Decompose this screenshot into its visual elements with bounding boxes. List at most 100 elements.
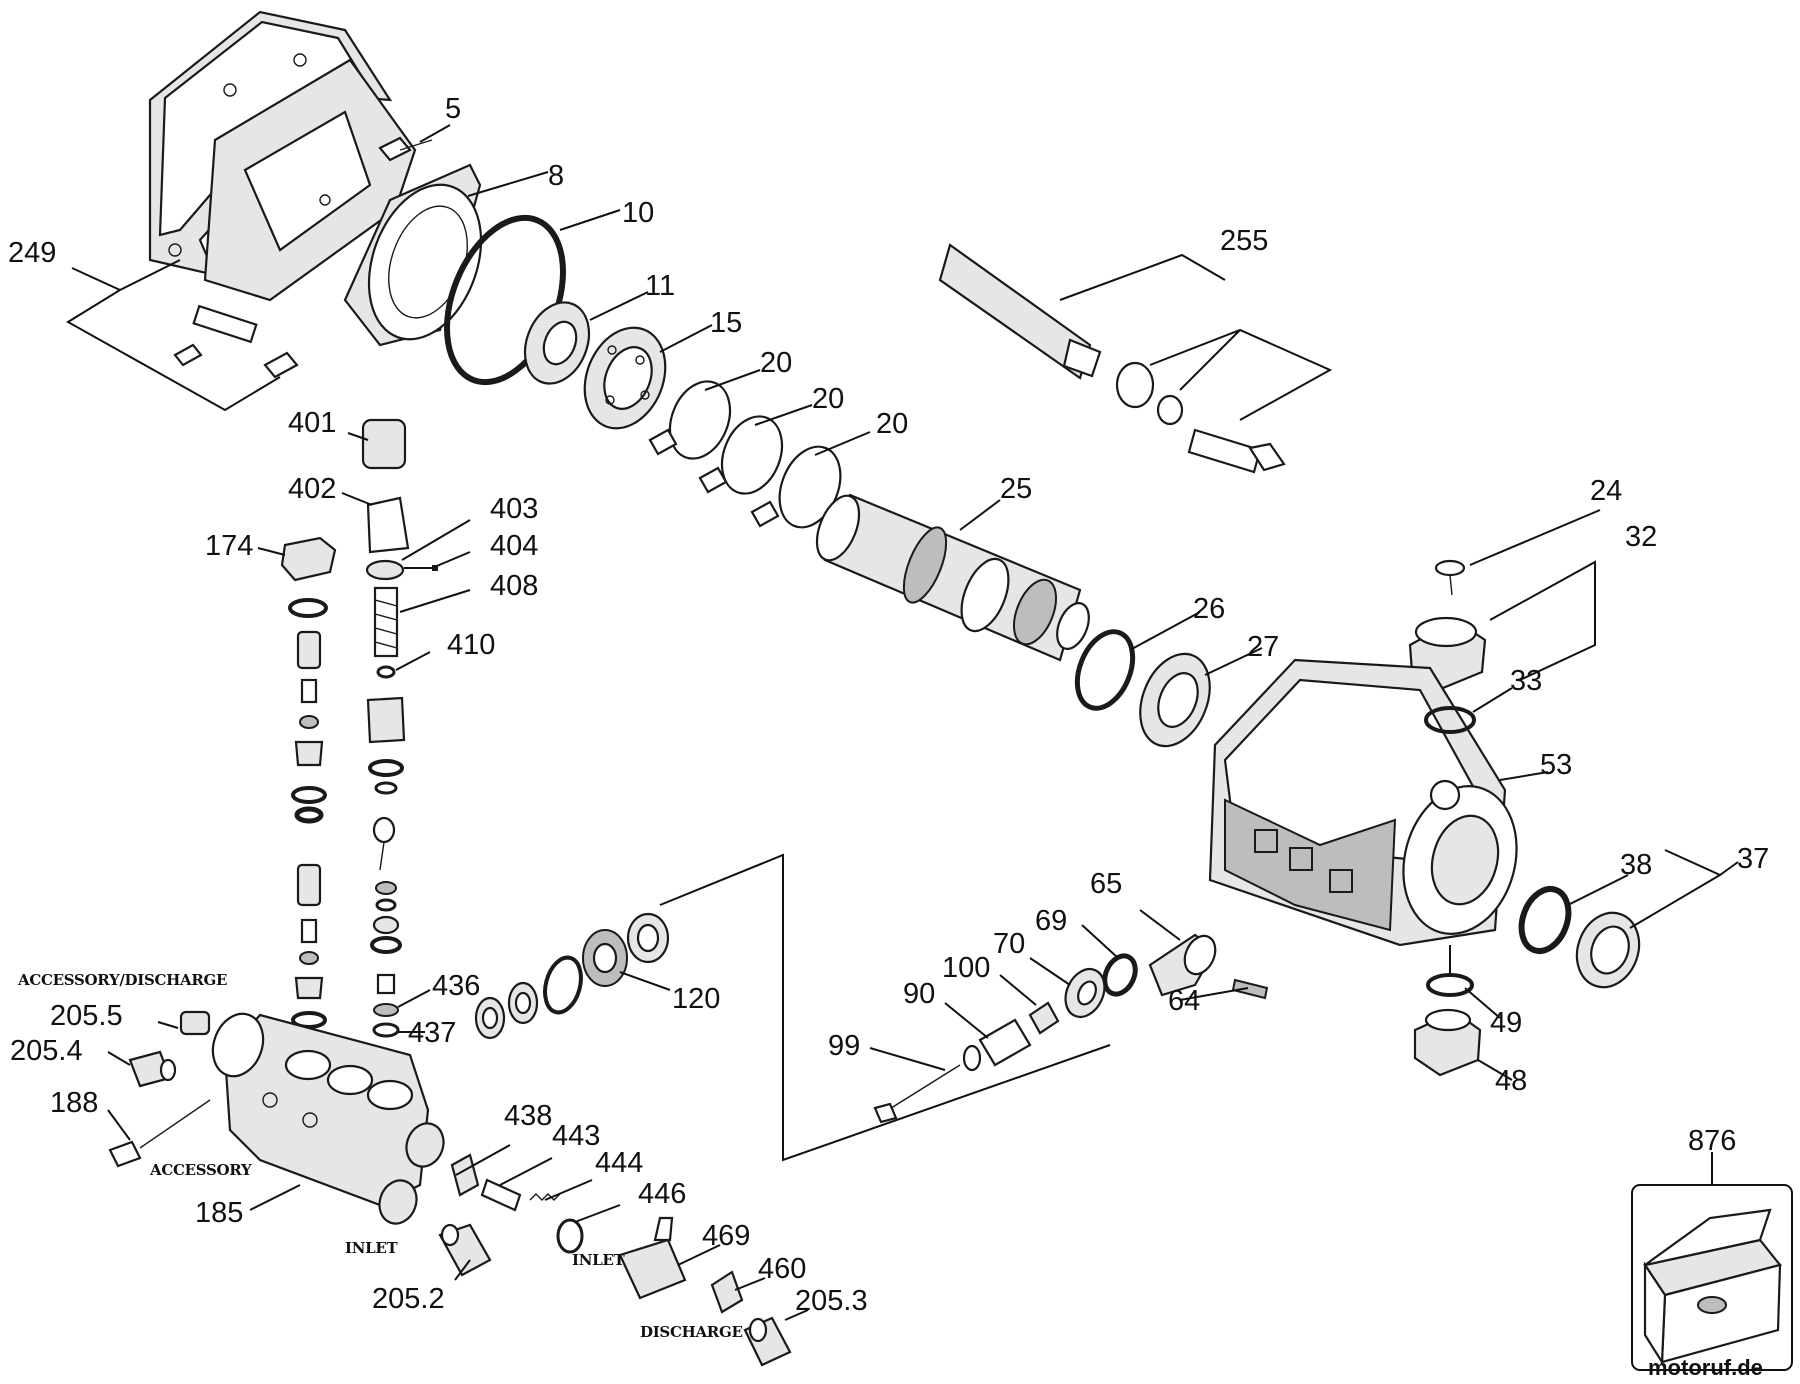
part-label-205-3: 205.3 [795, 1285, 868, 1317]
leader-404 [404, 551, 471, 569]
o-ring-38-part [1518, 886, 1572, 954]
part-label-53: 53 [1540, 749, 1572, 781]
part-label-37: 37 [1737, 843, 1769, 875]
plunger-guide-65-part [1148, 933, 1217, 997]
crankcase-53-part [1208, 658, 1518, 947]
leader-90 [944, 1002, 989, 1039]
pump-flange-part [148, 10, 417, 379]
leader-25 [959, 499, 1001, 531]
leader-408 [399, 589, 471, 613]
leader-33 [1472, 687, 1513, 713]
leader-20-a [704, 369, 761, 391]
leader-69 [1081, 924, 1119, 959]
part-label-8: 8 [548, 160, 564, 192]
leader-446 [574, 1204, 621, 1223]
leader-10 [559, 209, 621, 231]
part-label-48: 48 [1495, 1065, 1527, 1097]
leader-70 [1029, 957, 1071, 986]
part-label-460: 460 [758, 1253, 806, 1285]
part-label-408: 408 [490, 570, 538, 602]
leader-49 [1464, 987, 1501, 1019]
nut-205-2-part [438, 1223, 492, 1277]
leader-26 [1129, 611, 1201, 651]
caption-accessory-discharge: ACCESSORY/DISCHARGE [17, 971, 227, 989]
bolt-188-part [108, 1099, 211, 1168]
leader-249 [66, 259, 281, 412]
part-label-69: 69 [1035, 905, 1067, 937]
oil-seal-11-part [523, 301, 591, 385]
part-label-15: 15 [710, 307, 742, 339]
part-label-11: 11 [645, 270, 675, 302]
leader-48 [1477, 1059, 1513, 1081]
caption-inlet-small: INLET [572, 1251, 626, 1269]
leader-64 [1179, 987, 1249, 1001]
part-label-20-c: 20 [876, 408, 908, 440]
leader-444 [544, 1179, 593, 1201]
leader-20-b [754, 404, 813, 426]
part-label-404: 404 [490, 530, 538, 562]
leader-188 [107, 1109, 131, 1141]
part-label-188: 188 [50, 1087, 98, 1119]
leader-255 [1059, 253, 1333, 421]
connecting-rod-20-c [750, 445, 842, 529]
part-label-469: 469 [702, 1220, 750, 1252]
leader-8 [467, 171, 549, 197]
connecting-rod-20-b [698, 415, 784, 495]
ball-bearing-15-part [583, 326, 667, 430]
part-label-90: 90 [903, 978, 935, 1010]
part-label-249: 249 [8, 237, 56, 269]
caption-discharge: DISCHARGE [640, 1323, 743, 1341]
leader-185 [249, 1184, 301, 1211]
leader-piston-link [659, 853, 1111, 1162]
unloader-469-part [618, 1216, 687, 1300]
leader-24 [1469, 509, 1601, 566]
caption-inlet-main: INLET [345, 1239, 399, 1257]
valve-stack-right [361, 418, 410, 1038]
plunger-90-part [978, 1018, 1032, 1067]
retaining-ring-26-part [1074, 629, 1136, 711]
o-ring-49-part [1426, 973, 1474, 997]
part-label-64: 64 [1168, 985, 1200, 1017]
leader-65 [1139, 909, 1181, 941]
part-label-5: 5 [445, 93, 461, 125]
leader-410 [395, 651, 431, 671]
washer-70-part [1064, 967, 1106, 1019]
part-label-438: 438 [504, 1100, 552, 1132]
part-label-401: 401 [288, 407, 336, 439]
leader-401 [347, 432, 369, 441]
retainer-100-part [1028, 1001, 1060, 1035]
coupler-205-3-part [743, 1316, 792, 1367]
grease-tube-part [938, 243, 1286, 474]
leader-53 [1499, 771, 1549, 781]
part-label-24: 24 [1590, 475, 1622, 507]
leader-100 [999, 974, 1037, 1006]
part-label-174: 174 [205, 530, 253, 562]
leader-99 [869, 1047, 946, 1071]
stud-99-part [873, 1044, 982, 1124]
part-label-20-a: 20 [760, 347, 792, 379]
part-label-100: 100 [942, 952, 990, 984]
part-label-120: 120 [672, 983, 720, 1015]
part-label-185: 185 [195, 1197, 243, 1229]
part-label-255: 255 [1220, 225, 1268, 257]
manifold-185-part [211, 1012, 445, 1225]
leader-5 [419, 124, 451, 143]
seal-stack-part [474, 912, 670, 1040]
fitting-205-4-part [128, 1050, 177, 1088]
seal-69-part [1102, 953, 1138, 997]
part-label-65: 65 [1090, 868, 1122, 900]
part-label-27: 27 [1247, 631, 1279, 663]
part-label-443: 443 [552, 1120, 600, 1152]
part-label-444: 444 [595, 1147, 643, 1179]
part-label-205-2: 205.2 [372, 1283, 445, 1315]
ball-bearing-27-part [1139, 652, 1211, 748]
plug-205-5-part [179, 1010, 211, 1036]
part-label-402: 402 [288, 473, 336, 505]
part-label-99: 99 [828, 1030, 860, 1062]
part-label-33: 33 [1510, 665, 1542, 697]
spring-444-part [529, 1193, 561, 1201]
leader-469 [677, 1244, 721, 1266]
part-label-410: 410 [447, 629, 495, 661]
leader-15 [659, 324, 713, 353]
